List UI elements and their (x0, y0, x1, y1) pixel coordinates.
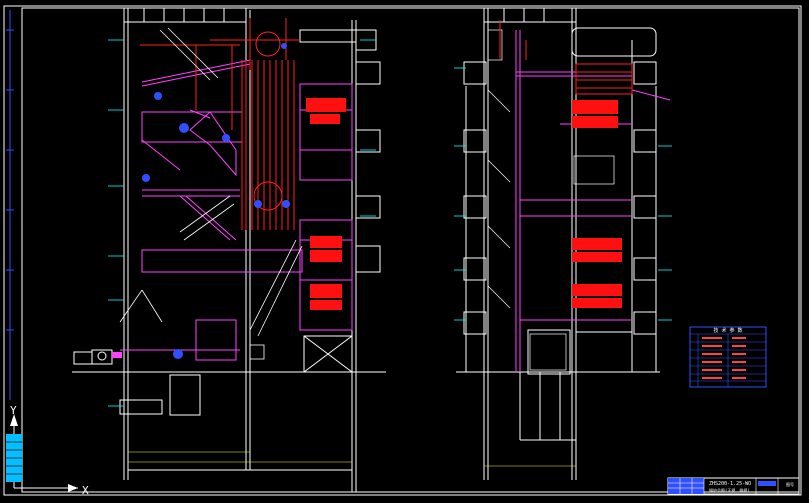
front-view (72, 7, 386, 492)
scale-box: 图号 (786, 481, 794, 487)
side-view (454, 7, 672, 480)
left-margin-ruler (6, 10, 14, 400)
drawing-number: ZHS200-1.25-WO (709, 481, 751, 487)
technical-parameters-table: 技 术 参 数 (689, 326, 767, 388)
drawing-frame (3, 5, 802, 496)
ucs-icon: Y X (6, 404, 89, 497)
ucs-x-label: X (82, 484, 89, 497)
ucs-y-label: Y (10, 404, 17, 417)
title-block: ZHS200-1.25-WO 锅炉总图(正视、侧视) 图号 (667, 477, 800, 495)
drawing-title: 锅炉总图(正视、侧视) (709, 487, 750, 493)
table-title: 技 术 参 数 (713, 327, 742, 334)
